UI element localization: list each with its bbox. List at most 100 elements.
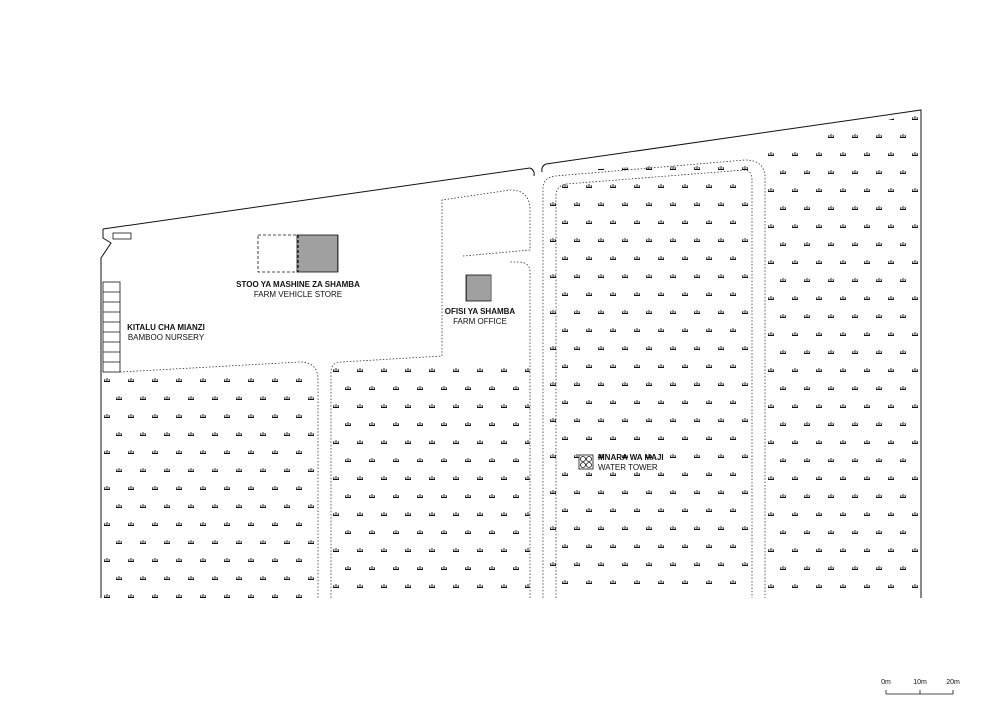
plant-symbol-icon (284, 540, 290, 544)
plant-symbol-icon (718, 562, 724, 566)
plant-symbol-icon (441, 566, 447, 570)
plant-symbol-icon (236, 540, 242, 544)
plant-symbol-icon (441, 422, 447, 426)
plant-symbol-icon (622, 166, 628, 170)
plantation-field-2 (333, 368, 530, 588)
plant-symbol-icon (164, 540, 170, 544)
plant-symbol-icon (405, 512, 411, 516)
scale-bar (885, 690, 954, 695)
plant-symbol-icon (682, 544, 688, 548)
plant-symbol-icon (405, 584, 411, 588)
plant-symbol-icon (730, 364, 736, 368)
plant-symbol-icon (224, 450, 230, 454)
plant-symbol-icon (694, 418, 700, 422)
plant-symbol-icon (804, 314, 810, 318)
plantation-field-4 (768, 116, 918, 588)
plant-symbol-icon (828, 458, 834, 462)
plant-symbol-icon (792, 548, 798, 552)
plant-symbol-icon (574, 562, 580, 566)
plant-symbol-icon (900, 566, 906, 570)
plant-symbol-icon (706, 436, 712, 440)
plant-symbol-icon (804, 494, 810, 498)
plant-symbol-icon (176, 594, 182, 598)
plant-symbol-icon (489, 386, 495, 390)
plant-symbol-icon (840, 224, 846, 228)
label-sw: KITALU CHA MIANZI (127, 323, 205, 332)
plant-symbol-icon (646, 166, 652, 170)
plant-symbol-icon (780, 314, 786, 318)
plant-symbol-icon (164, 468, 170, 472)
plant-symbol-icon (369, 530, 375, 534)
plant-symbol-icon (333, 440, 339, 444)
plant-symbol-icon (634, 580, 640, 584)
plant-symbol-icon (852, 314, 858, 318)
plant-symbol-icon (550, 274, 556, 278)
plant-symbol-icon (840, 188, 846, 192)
plant-symbol-icon (768, 116, 774, 120)
plant-symbol-icon (852, 494, 858, 498)
plant-symbol-icon (525, 476, 530, 480)
plant-symbol-icon (658, 292, 664, 296)
plant-symbol-icon (828, 494, 834, 498)
plant-symbol-icon (236, 396, 242, 400)
plant-symbol-icon (152, 558, 158, 562)
label-farm-vehicle-store: STOO YA MASHINE ZA SHAMBA FARM VEHICLE S… (236, 280, 360, 300)
plant-symbol-icon (550, 238, 556, 242)
plant-symbol-icon (164, 396, 170, 400)
plant-symbol-icon (888, 440, 894, 444)
plant-symbol-icon (864, 584, 870, 588)
plant-symbol-icon (393, 530, 399, 534)
plant-symbol-icon (562, 508, 568, 512)
plant-symbol-icon (658, 184, 664, 188)
plant-symbol-icon (610, 364, 616, 368)
plant-symbol-icon (574, 238, 580, 242)
plant-symbol-icon (694, 274, 700, 278)
plant-symbol-icon (816, 188, 822, 192)
plant-symbol-icon (816, 512, 822, 516)
plant-symbol-icon (598, 382, 604, 386)
plant-symbol-icon (574, 310, 580, 314)
plant-symbol-icon (840, 584, 846, 588)
plant-symbol-icon (622, 202, 628, 206)
plant-symbol-icon (888, 188, 894, 192)
plant-symbol-icon (912, 152, 918, 156)
plant-symbol-icon (164, 504, 170, 508)
plant-symbol-icon (828, 422, 834, 426)
plant-symbol-icon (477, 548, 483, 552)
plant-symbol-icon (128, 450, 134, 454)
plant-symbol-icon (188, 432, 194, 436)
plant-symbol-icon (405, 368, 411, 372)
plant-symbol-icon (562, 328, 568, 332)
plant-symbol-icon (634, 508, 640, 512)
plant-symbol-icon (574, 490, 580, 494)
plant-symbol-icon (248, 450, 254, 454)
plant-symbol-icon (212, 468, 218, 472)
plant-symbol-icon (780, 530, 786, 534)
plant-symbol-icon (260, 504, 266, 508)
plant-symbol-icon (550, 382, 556, 386)
plant-symbol-icon (670, 166, 676, 170)
plant-symbol-icon (417, 530, 423, 534)
label-farm-office: OFISI YA SHAMBA FARM OFFICE (445, 307, 515, 327)
plant-symbol-icon (804, 458, 810, 462)
label-sw: STOO YA MASHINE ZA SHAMBA (236, 280, 360, 289)
plant-symbol-icon (768, 152, 774, 156)
plant-symbol-icon (152, 414, 158, 418)
plant-symbol-icon (272, 594, 278, 598)
plant-symbol-icon (104, 594, 110, 598)
plant-symbol-icon (852, 170, 858, 174)
plant-symbol-icon (682, 328, 688, 332)
plant-symbol-icon (381, 548, 387, 552)
plant-symbol-icon (816, 548, 822, 552)
plant-symbol-icon (489, 494, 495, 498)
plant-symbol-icon (586, 256, 592, 260)
plant-symbol-icon (852, 422, 858, 426)
plant-symbol-icon (477, 476, 483, 480)
plant-symbol-icon (128, 594, 134, 598)
label-water-tower: MNARA WA MAJI WATER TOWER (598, 453, 664, 473)
plant-symbol-icon (188, 540, 194, 544)
plant-symbol-icon (501, 548, 507, 552)
plant-symbol-icon (357, 584, 363, 588)
plant-symbol-icon (900, 422, 906, 426)
plant-symbol-icon (465, 494, 471, 498)
